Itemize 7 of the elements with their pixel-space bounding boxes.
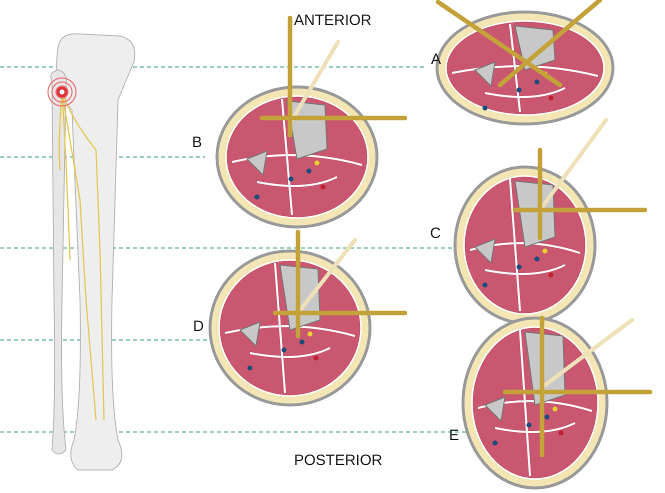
section-letter: D	[193, 318, 204, 336]
direction-label: ANTERIOR	[294, 12, 372, 30]
section-letter: A	[431, 51, 442, 69]
section-letter: C	[430, 225, 441, 243]
direction-label: POSTERIOR	[294, 452, 382, 470]
section-letter: E	[449, 427, 460, 445]
section-letter: B	[192, 134, 202, 152]
